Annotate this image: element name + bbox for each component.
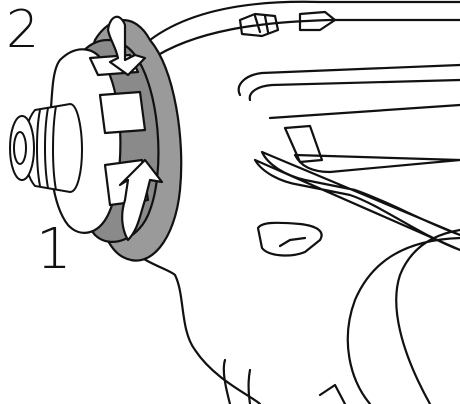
top-switch	[238, 10, 337, 38]
trigger-button	[256, 221, 323, 257]
side-panel-outer	[237, 63, 460, 252]
callout-step-1: 1	[36, 217, 72, 282]
housing-inner-line	[148, 18, 460, 62]
chuck-rings	[36, 105, 57, 191]
top-switch-ridge	[253, 14, 270, 34]
housing-lower-curve	[346, 236, 460, 404]
grip-lines	[222, 358, 347, 404]
window-slot-inner	[283, 124, 324, 164]
callout-step-2: 2	[6, 0, 40, 60]
rotate-arrow-lower-icon	[118, 158, 164, 242]
collar-tooth-1	[98, 90, 147, 135]
chuck-tip-inner	[13, 131, 27, 165]
side-panel-inner	[248, 78, 460, 237]
rotate-arrow-upper-icon	[106, 15, 147, 77]
window-slot	[268, 103, 460, 174]
housing-outline	[128, 0, 460, 404]
trigger-button-mark	[278, 236, 307, 248]
